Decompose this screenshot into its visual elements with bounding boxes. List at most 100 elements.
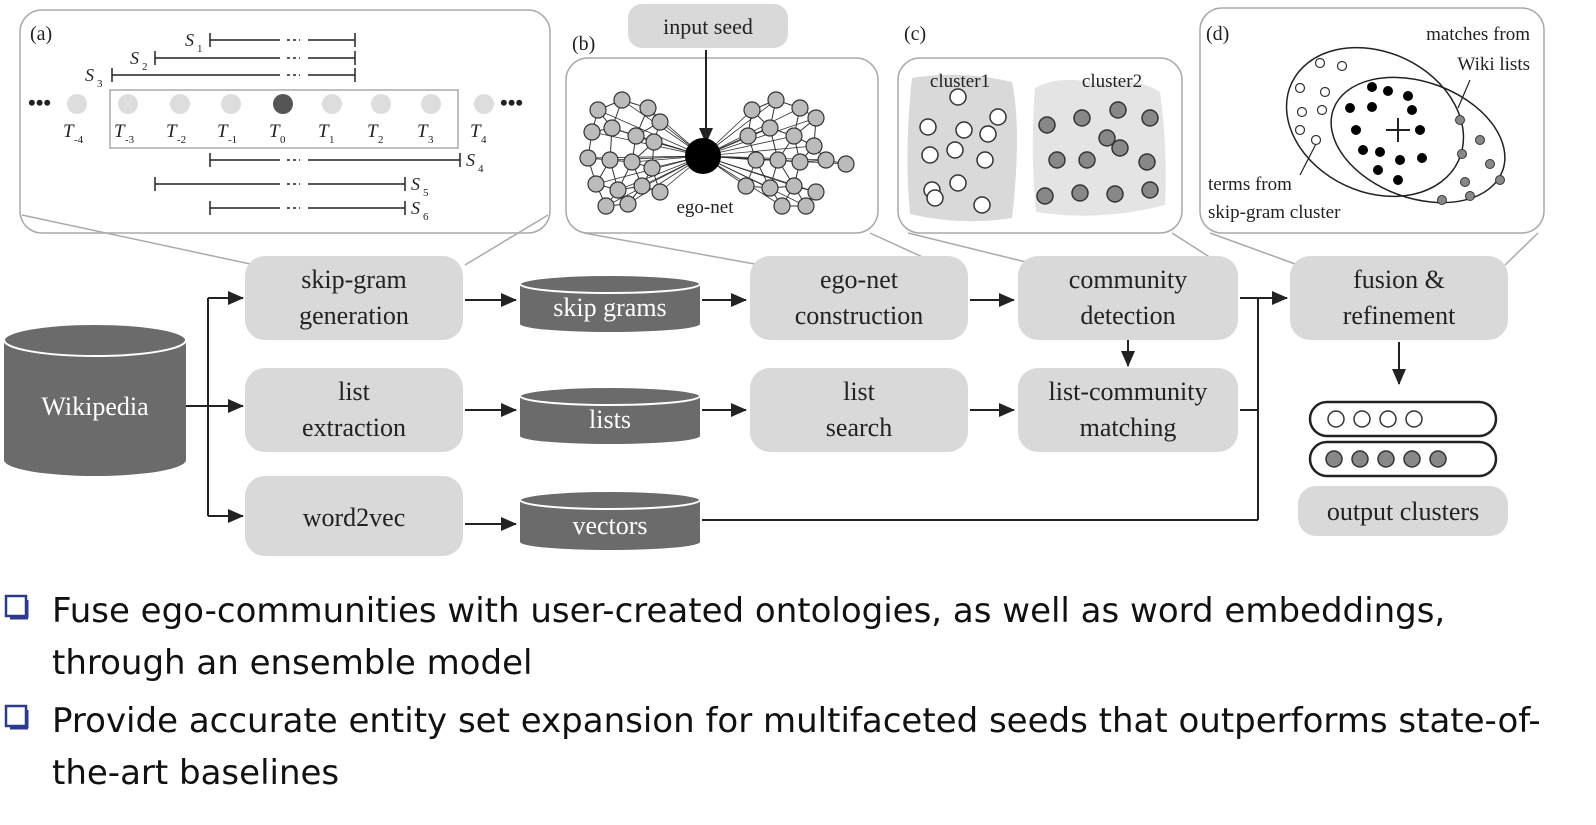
overlap-dot: [1358, 145, 1368, 155]
overlap-dot: [1351, 125, 1361, 135]
token-subscript: 3: [428, 134, 434, 146]
cluster1-node: [949, 88, 967, 106]
ego-spoke: [605, 155, 704, 207]
skip-grams-cylinder: skip grams: [519, 274, 701, 332]
ego-spoke: [702, 145, 815, 157]
ego-neighbor-node: [587, 175, 605, 193]
skipgram-only-dot: [1294, 124, 1306, 136]
cluster1-node: [926, 189, 944, 207]
ego-neighbor-node: [579, 149, 597, 167]
s6-label: S: [411, 198, 420, 218]
s3-label: S: [85, 65, 94, 85]
token-dot: [118, 94, 138, 114]
token-subscript: -2: [177, 134, 186, 146]
cluster2-label: cluster2: [1082, 71, 1142, 92]
egonet-construction-box: [750, 256, 968, 340]
s4-sub: 4: [478, 163, 484, 175]
ego-neighbor-node: [791, 99, 809, 117]
cluster2-node: [1111, 139, 1129, 157]
bullet-list: Fuse ego-communities with user-created o…: [0, 585, 1596, 805]
ego-neighbor-node: [773, 197, 791, 215]
overlap-dot: [1393, 175, 1403, 185]
input-seed-box: [628, 4, 788, 48]
ego-neighbor-node: [747, 151, 765, 169]
ego-neighbor-node: [797, 197, 815, 215]
list-search-line1: list: [843, 377, 876, 406]
ego-neighbor-node: [633, 177, 651, 195]
cluster2-blob: [1032, 79, 1166, 216]
token-subscript: 4: [481, 134, 487, 146]
wiki-only-dot: [1475, 135, 1485, 145]
ego-neighbor-node: [807, 109, 825, 127]
bullet-item-2: Provide accurate entity set expansion fo…: [0, 695, 1582, 799]
cluster2-node: [1106, 185, 1124, 203]
ego-neighbor-node: [601, 151, 619, 169]
matches-line2: Wiki lists: [1457, 54, 1530, 75]
cluster1-node: [946, 141, 964, 159]
list-extraction-line1: list: [338, 377, 371, 406]
panel-c-label: (c): [904, 23, 926, 45]
lists-cylinder: lists: [519, 386, 701, 444]
skipgram-gen-line1: skip-gram: [301, 265, 406, 294]
panel-a: (a) S 1 S 2 S 3 S 4 S 5 S 6 ••• •: [19, 9, 551, 266]
right-ellipsis: •••: [500, 90, 523, 115]
word2vec-label: word2vec: [303, 503, 406, 532]
cluster1-node: [976, 151, 994, 169]
s6-sub: 6: [423, 211, 429, 223]
checkbox-bullet-icon: [4, 704, 29, 730]
cluster1-node: [979, 125, 997, 143]
ego-neighbor-node: [769, 151, 787, 169]
token-dot: [67, 94, 87, 114]
bullet-text-2: Provide accurate entity set expansion fo…: [52, 701, 1541, 793]
panel-c: (c) cluster1 cluster2: [897, 23, 1223, 266]
s5-sub: 5: [423, 187, 429, 199]
cluster1-node: [989, 108, 1007, 126]
checkbox-bullet-icon: [4, 594, 29, 620]
cluster1-node: [919, 118, 937, 136]
cluster2-node: [1098, 129, 1116, 147]
output-cluster2-dot: [1429, 450, 1447, 468]
token-label: T: [63, 121, 75, 142]
output-cluster-pills: [1308, 400, 1498, 478]
wiki-only-dot: [1457, 149, 1467, 159]
token-label: T: [367, 121, 379, 142]
cluster1-node: [955, 121, 973, 139]
wiki-only-dot: [1460, 177, 1470, 187]
ego-neighbor-node: [761, 119, 779, 137]
cluster2-node: [1141, 109, 1159, 127]
token-label: T: [417, 121, 429, 142]
list-community-line1: list-community: [1049, 377, 1208, 406]
ego-neighbor-node: [767, 91, 785, 109]
fusion-dots: [1294, 57, 1505, 205]
skipgram-only-dot: [1336, 60, 1348, 72]
panel-a-label: (a): [30, 23, 52, 45]
overlap-dot: [1373, 165, 1383, 175]
ego-neighbor-node: [785, 177, 803, 195]
ego-neighbor-node: [817, 151, 835, 169]
skipgram-only-dot: [1319, 86, 1331, 98]
overlap-dot: [1407, 105, 1417, 115]
cluster-dots: [919, 88, 1159, 214]
cluster2-node: [1038, 116, 1056, 134]
token-dot: [221, 94, 241, 114]
ego-neighbor-node: [645, 133, 663, 151]
output-cluster2-dot: [1377, 450, 1395, 468]
terms-line2: skip-gram cluster: [1208, 202, 1341, 223]
ego-neighbor-node: [609, 181, 627, 199]
ego-neighbor-node: [805, 137, 823, 155]
output-cluster2-dot: [1351, 450, 1369, 468]
context-window: [109, 89, 459, 149]
s5-label: S: [411, 174, 420, 194]
cluster2-node: [1141, 181, 1159, 199]
ego-neighbor-node: [619, 195, 637, 213]
cluster2-node: [1109, 101, 1127, 119]
output-cluster1-dot: [1405, 410, 1423, 428]
ego-neighbor-node: [837, 155, 855, 173]
ego-neighbor-node: [737, 177, 755, 195]
community-line2: detection: [1080, 301, 1175, 330]
word2vec-box: [245, 476, 463, 556]
list-extraction-line2: extraction: [302, 413, 406, 442]
output-clusters-label: output clusters: [1327, 497, 1479, 526]
fusion-refinement-box: [1290, 256, 1508, 340]
